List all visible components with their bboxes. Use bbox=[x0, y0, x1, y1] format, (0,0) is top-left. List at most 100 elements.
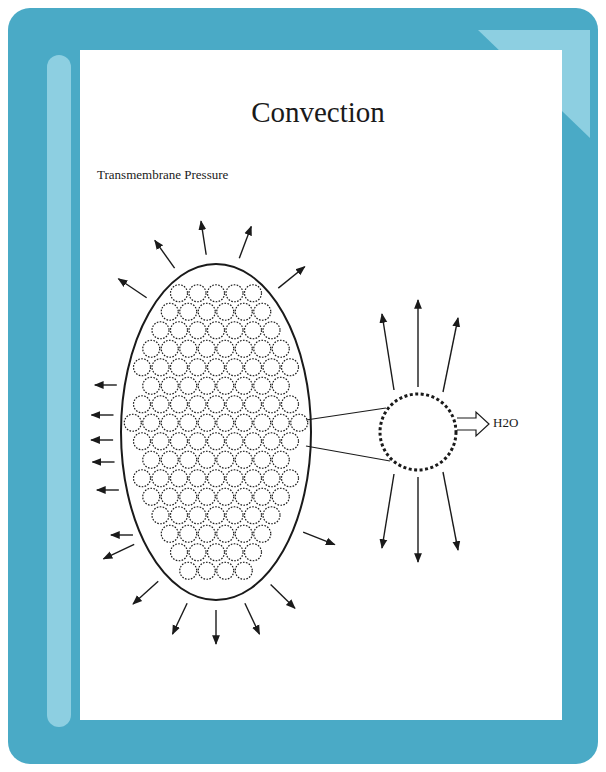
water-flow-arrow bbox=[457, 412, 489, 436]
pressure-arrow bbox=[103, 544, 134, 559]
fibre-pore bbox=[152, 322, 169, 339]
fibre-pore bbox=[198, 562, 215, 579]
fibre-pore bbox=[217, 414, 234, 431]
fibre-pore bbox=[143, 340, 160, 357]
pressure-arrow bbox=[95, 384, 117, 385]
fibre-pore bbox=[272, 488, 289, 505]
pressure-arrow bbox=[97, 489, 119, 490]
pressure-arrow bbox=[173, 603, 188, 634]
fibre-pore bbox=[161, 451, 178, 468]
fibre-pore bbox=[245, 322, 262, 339]
pressure-arrow bbox=[155, 240, 175, 268]
pressure-arrow bbox=[271, 584, 295, 608]
fibre-pore bbox=[134, 396, 151, 413]
fibre-pore bbox=[171, 507, 188, 524]
fibre-pore bbox=[189, 470, 206, 487]
pressure-arrow bbox=[111, 534, 133, 535]
fibre-pore bbox=[254, 414, 271, 431]
fibre-pore bbox=[245, 470, 262, 487]
fibre-bundle bbox=[121, 264, 311, 600]
fibre-pore bbox=[217, 488, 234, 505]
fibre-pore bbox=[254, 525, 271, 542]
fibre-pore bbox=[263, 396, 280, 413]
pressure-arrow bbox=[239, 226, 251, 258]
fibre-pore bbox=[198, 525, 215, 542]
fibre-pore bbox=[143, 414, 160, 431]
fibre-pore bbox=[254, 488, 271, 505]
magnify-line bbox=[306, 446, 390, 461]
fibre-pore bbox=[152, 433, 169, 450]
fibre-pore bbox=[245, 396, 262, 413]
fibre-pore bbox=[180, 451, 197, 468]
fibre-pore bbox=[245, 507, 262, 524]
pressure-arrow bbox=[382, 474, 394, 548]
fibre-pore bbox=[282, 359, 299, 376]
water-label: H2O bbox=[493, 416, 518, 431]
fibre-pore bbox=[198, 340, 215, 357]
pressure-label: Transmembrane Pressure bbox=[97, 168, 228, 183]
scanned-page bbox=[80, 50, 562, 720]
fibre-pore bbox=[282, 396, 299, 413]
fibre-pore bbox=[143, 377, 160, 394]
fibre-pore bbox=[152, 507, 169, 524]
fibre-pore bbox=[208, 470, 225, 487]
fibre-pore bbox=[282, 433, 299, 450]
fibre-pore bbox=[161, 377, 178, 394]
fibre-pore bbox=[171, 470, 188, 487]
fibre-pore bbox=[208, 544, 225, 561]
fibre-pore bbox=[226, 507, 243, 524]
fibre-pore bbox=[235, 303, 252, 320]
pressure-arrow bbox=[91, 439, 113, 440]
fibre-pore bbox=[226, 544, 243, 561]
fibre-pore bbox=[152, 396, 169, 413]
fibre-pore bbox=[272, 414, 289, 431]
fibre-pore bbox=[198, 303, 215, 320]
fibre-pore bbox=[180, 303, 197, 320]
membrane-drawing bbox=[91, 221, 489, 644]
pressure-arrow bbox=[443, 472, 458, 550]
fibre-pore bbox=[189, 544, 206, 561]
fibre-pore bbox=[189, 322, 206, 339]
fibre-pore bbox=[198, 451, 215, 468]
fibre-pore bbox=[208, 507, 225, 524]
pressure-arrow bbox=[91, 414, 113, 415]
fibre-pore bbox=[171, 285, 188, 302]
fibre-pore bbox=[180, 414, 197, 431]
fibre-pore bbox=[152, 359, 169, 376]
fibre-pore bbox=[198, 377, 215, 394]
fibre-pore bbox=[180, 488, 197, 505]
fibre-pore bbox=[189, 359, 206, 376]
slide-frame bbox=[8, 8, 598, 764]
fibre-pore bbox=[235, 414, 252, 431]
fibre-pore bbox=[254, 377, 271, 394]
fibre-pore bbox=[226, 285, 243, 302]
pressure-arrow bbox=[118, 279, 146, 298]
magnified-pore bbox=[380, 394, 456, 470]
fibre-pore bbox=[217, 377, 234, 394]
fibre-pore bbox=[254, 303, 271, 320]
pressure-arrow bbox=[443, 318, 458, 392]
fibre-pore bbox=[161, 414, 178, 431]
pressure-arrow bbox=[245, 603, 260, 634]
fibre-pore bbox=[171, 359, 188, 376]
fibre-pore bbox=[263, 359, 280, 376]
fibre-pore bbox=[189, 507, 206, 524]
fibre-pore bbox=[171, 544, 188, 561]
magnify-line bbox=[306, 408, 386, 420]
fibre-pore bbox=[171, 322, 188, 339]
fibre-pore bbox=[235, 488, 252, 505]
fibre-pore bbox=[180, 525, 197, 542]
fibre-pore bbox=[245, 359, 262, 376]
fibre-pore bbox=[217, 340, 234, 357]
fibre-pore bbox=[235, 451, 252, 468]
fibre-pore bbox=[245, 285, 262, 302]
fibre-pore bbox=[161, 303, 178, 320]
fibre-pore bbox=[208, 322, 225, 339]
diagram-title: Convection bbox=[251, 96, 385, 129]
fibre-pore bbox=[189, 285, 206, 302]
fibre-pore bbox=[161, 525, 178, 542]
pressure-arrow bbox=[382, 314, 394, 390]
fibre-pore bbox=[208, 285, 225, 302]
fibre-pore bbox=[143, 451, 160, 468]
